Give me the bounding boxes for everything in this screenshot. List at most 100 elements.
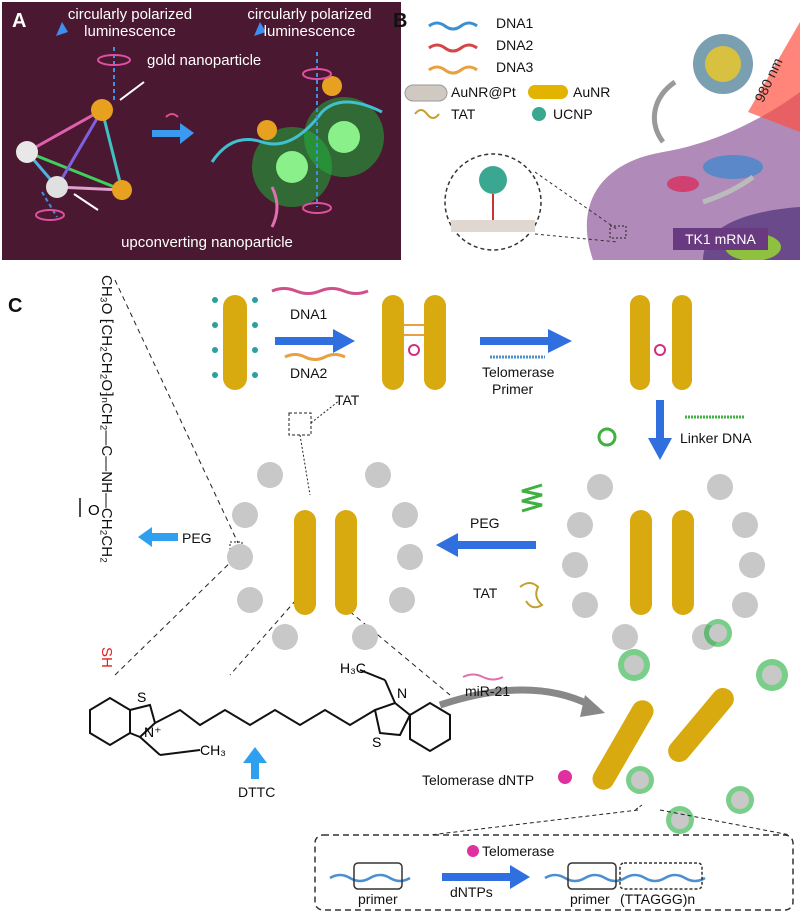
svg-text:N⁺: N⁺ bbox=[144, 724, 162, 740]
dttc-pointer-arrow bbox=[251, 759, 259, 779]
primed-dimer bbox=[630, 295, 692, 390]
tat-legend-icon bbox=[414, 109, 440, 119]
tetrahedron-left bbox=[25, 47, 124, 218]
ucnp-label: upconverting nanoparticle bbox=[121, 234, 293, 251]
panel-b-illustration bbox=[404, 21, 800, 261]
legend-aunr: AuNR bbox=[573, 84, 611, 100]
svg-text:CH₃O ⁅CH₂CH₂O⁆ₙCH₂—C—NH—CH₂CH₂: CH₃O ⁅CH₂CH₂O⁆ₙCH₂—C—NH—CH₂CH₂ bbox=[98, 275, 115, 563]
telomerase-icon bbox=[558, 770, 572, 784]
glowing-ucnp-pair bbox=[210, 52, 384, 228]
polarization-ring-icon bbox=[302, 68, 332, 80]
dna1-legend-icon bbox=[428, 21, 478, 31]
legend-dna3: DNA3 bbox=[496, 59, 534, 75]
down-arrow-icon bbox=[56, 22, 68, 36]
legend-dna2: DNA2 bbox=[496, 37, 534, 53]
organelle bbox=[703, 155, 763, 179]
elongation-box bbox=[314, 834, 794, 911]
gold-nanoparticle bbox=[91, 99, 113, 121]
polarization-ring-icon bbox=[35, 209, 65, 221]
aunr-pt-legend-icon bbox=[404, 84, 448, 102]
dna3-legend-icon bbox=[428, 65, 478, 75]
coated-dimer bbox=[227, 462, 423, 650]
dissociated-rods bbox=[592, 619, 788, 834]
peg-structure-formula: CH₃O ⁅CH₂CH₂O⁆ₙCH₂—C—NH—CH₂CH₂ SH bbox=[98, 275, 115, 668]
dttc-label: DTTC bbox=[238, 784, 276, 800]
aunr-single bbox=[212, 295, 258, 390]
cpl-label-right: circularly polarized luminescence bbox=[247, 6, 372, 40]
box-primer-right-label: primer bbox=[570, 891, 610, 907]
box-primer-left-label: primer bbox=[358, 891, 398, 907]
box-dntps-label: dNTPs bbox=[450, 884, 493, 900]
svg-text:H₃C: H₃C bbox=[340, 660, 366, 676]
telomerase-icon bbox=[467, 845, 479, 857]
cpl-label-left: circularly polarized luminescence bbox=[67, 6, 193, 40]
svg-text:SH: SH bbox=[98, 647, 115, 668]
dimer-with-ucnp bbox=[562, 474, 765, 650]
organelle bbox=[667, 176, 699, 192]
tat-mid-label: TAT bbox=[473, 585, 498, 601]
down-arrow-icon bbox=[254, 22, 266, 36]
svg-text:S: S bbox=[372, 734, 381, 750]
telomerase-primer-label-1: Telomerase bbox=[482, 364, 555, 380]
step-arrow bbox=[456, 541, 536, 549]
telomerase-primer-label-2: Primer bbox=[492, 381, 534, 397]
dna2-legend-icon bbox=[428, 43, 478, 53]
box-repeat-label: (TTAGGG)n bbox=[620, 891, 696, 907]
dna1-label: DNA1 bbox=[290, 306, 328, 322]
primer-strand-right bbox=[544, 873, 706, 883]
linker-dna-hairpin-icon bbox=[597, 427, 617, 447]
upconverting-nanoparticle bbox=[16, 141, 38, 163]
panel-a-illustration bbox=[16, 22, 384, 228]
legend-tat: TAT bbox=[451, 106, 476, 122]
telomerase-dntp-label: Telomerase dNTP bbox=[422, 772, 535, 788]
laser-beam bbox=[748, 22, 800, 132]
panel-c: CH₃O ⁅CH₂CH₂O⁆ₙCH₂—C—NH—CH₂CH₂ SH O S N⁺… bbox=[0, 265, 800, 915]
polarization-ring-icon bbox=[302, 202, 332, 214]
polarization-ring-icon bbox=[97, 54, 131, 66]
legend-aunr-pt: AuNR@Pt bbox=[451, 84, 516, 100]
target-strand bbox=[165, 113, 179, 118]
upconverting-nanoparticle bbox=[46, 176, 68, 198]
aunr-dimer bbox=[382, 295, 446, 390]
dttc-structure bbox=[89, 669, 451, 756]
panel-a-letter: A bbox=[12, 10, 27, 32]
panel-b: B DNA1 DNA2 DNA3 AuNR@Pt AuNR TAT UCNP 9… bbox=[393, 2, 800, 261]
panel-c-illustration: CH₃O ⁅CH₂CH₂O⁆ₙCH₂—C—NH—CH₂CH₂ SH O S N⁺… bbox=[79, 275, 794, 911]
peg-mid-label: PEG bbox=[470, 515, 500, 531]
gold-nanoparticle bbox=[112, 180, 132, 200]
elongation-arrow bbox=[442, 873, 512, 881]
svg-text:CH₃: CH₃ bbox=[200, 742, 226, 758]
panel-c-letter: C bbox=[8, 295, 23, 317]
linker-dna-label: Linker DNA bbox=[680, 430, 752, 446]
step-arrow bbox=[656, 400, 664, 440]
step-arrow bbox=[480, 337, 550, 345]
aunr-legend-icon bbox=[528, 85, 568, 99]
mir21-strand bbox=[462, 673, 504, 681]
tat-peptide-icon bbox=[519, 582, 544, 609]
box-telomerase-label: Telomerase bbox=[482, 843, 555, 859]
mir21-arrow bbox=[438, 686, 592, 709]
gold-nanoparticle-label: gold nanoparticle bbox=[147, 52, 262, 69]
uptake-arrow bbox=[652, 79, 677, 144]
step-arrow bbox=[275, 337, 335, 345]
reaction-arrow bbox=[152, 130, 182, 137]
dna2-strand bbox=[284, 353, 346, 361]
panel-b-letter: B bbox=[393, 10, 408, 32]
svg-text:S: S bbox=[137, 689, 146, 705]
peg-left-label: PEG bbox=[182, 530, 212, 546]
svg-text:O: O bbox=[88, 502, 100, 519]
ucnp-legend-icon bbox=[532, 107, 546, 121]
target-label: TK1 mRNA bbox=[685, 231, 756, 247]
primer-strand-left bbox=[329, 873, 411, 883]
dna2-label: DNA2 bbox=[290, 365, 328, 381]
panel-a: A circularly polarized luminescence circ… bbox=[2, 2, 401, 260]
pointer-arrow bbox=[73, 193, 99, 211]
target-badge bbox=[673, 228, 768, 250]
mir21-label: miR-21 bbox=[465, 683, 511, 699]
peg-pointer-arrow bbox=[150, 533, 178, 541]
pointer-arrow bbox=[119, 81, 145, 101]
peg-coil-icon bbox=[521, 483, 543, 513]
legend-dna1: DNA1 bbox=[496, 15, 534, 31]
legend-ucnp: UCNP bbox=[553, 106, 593, 122]
tat-top-label: TAT bbox=[335, 392, 360, 408]
